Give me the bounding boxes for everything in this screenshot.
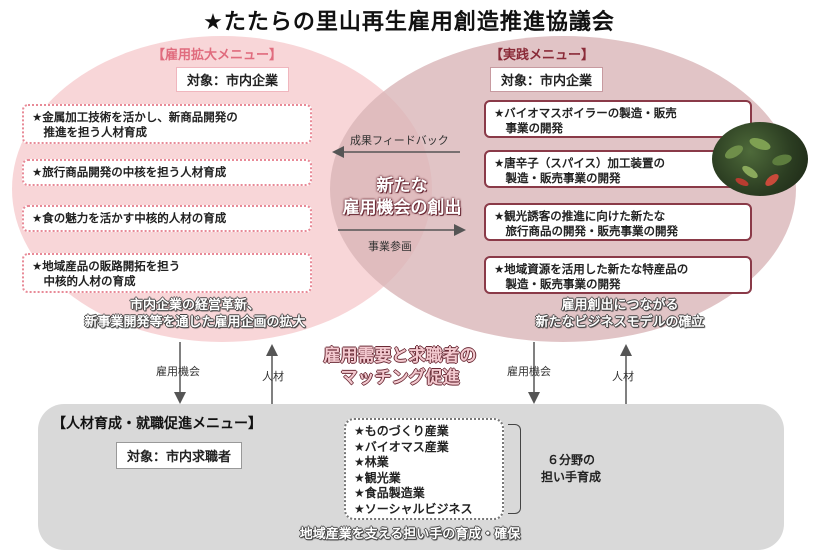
feedback-label: 成果フィードバック (350, 134, 449, 147)
bottom-menu-target: 対象：市内求職者 (116, 442, 243, 469)
right-menu-heading: 【実践メニュー】 (490, 48, 595, 63)
new-employment-creation: 新たな 雇用機会の創出 (342, 176, 462, 218)
left-menu-item: ★食の魅力を活かす中核的人材の育成 (22, 205, 312, 232)
left-menu-summary: 市内企業の経営革新、 新事業開発等を通じた雇用企画の拡大 (84, 298, 306, 330)
right-up-label: 人材 (612, 370, 634, 383)
matching-promotion: 雇用需要と求職者の マッチング促進 (323, 346, 477, 388)
sector-item: ★ものづくり産業 (354, 424, 449, 438)
left-up-label: 人材 (262, 370, 284, 383)
right-menu-item: ★バイオマスボイラーの製造・販売 事業の開発 (484, 100, 752, 138)
six-fields-note: ６分野の 担い手育成 (540, 453, 601, 484)
sector-item: ★バイオマス産業 (354, 439, 449, 454)
participation-label: 事業参画 (368, 240, 412, 253)
left-down-label: 雇用機会 (156, 365, 200, 378)
page-title: ★たたらの里山再生雇用創造推進協議会 (203, 10, 615, 35)
sector-brace (508, 424, 521, 514)
chili-plant-photo (712, 122, 808, 196)
right-menu-target: 対象：市内企業 (490, 67, 604, 92)
left-menu-item: ★地域産品の販路開拓を担う 中核的人材の育成 (22, 253, 312, 293)
right-down-label: 雇用機会 (507, 365, 551, 378)
sector-item: ★食品製造業 (354, 486, 425, 500)
sector-item: ★林業 (354, 455, 389, 469)
left-menu-heading: 【雇用拡大メニュー】 (152, 48, 283, 63)
chili-leaves-icon (724, 137, 792, 187)
bottom-menu-heading: 【人材育成・就職促進メニュー】 (52, 416, 262, 432)
sector-item: ★ソーシャルビジネス (354, 501, 473, 516)
left-menu-item: ★金属加工技術を活かし、新商品開発の 推進を担う人材育成 (22, 104, 312, 144)
sector-list: ★ものづくり産業 ★バイオマス産業 ★林業 ★観光業 ★食品製造業 ★ソーシャル… (344, 418, 504, 520)
right-menu-item: ★地域資源を活用した新たな特産品の 製造・販売事業の開発 (484, 256, 752, 294)
right-menu-item: ★観光誘客の推進に向けた新たな 旅行商品の開発・販売事業の開発 (484, 203, 752, 241)
right-menu-summary: 雇用創出につながる 新たなビジネスモデルの確立 (535, 298, 705, 330)
sector-item: ★観光業 (354, 470, 401, 485)
left-menu-target: 対象：市内企業 (176, 67, 290, 92)
bottom-footer: 地域産業を支える担い手の育成・確保 (299, 527, 521, 542)
left-menu-item: ★旅行商品開発の中核を担う人材育成 (22, 159, 312, 186)
right-menu-item: ★唐辛子（スパイス）加工装置の 製造・販売事業の開発 (484, 150, 752, 188)
